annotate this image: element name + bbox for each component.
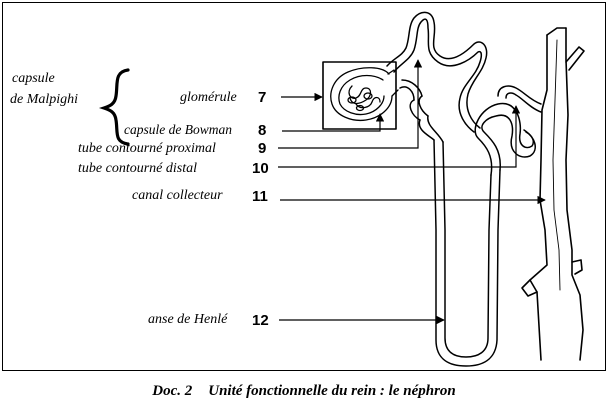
pointer-proximal xyxy=(278,59,423,149)
label-collecteur: canal collecteur xyxy=(132,188,223,203)
pointer-bowman xyxy=(282,113,385,132)
bracket-label-line2: de Malpighi xyxy=(10,92,78,107)
number-henle: 12 xyxy=(252,312,269,329)
malpighi-corpuscle-drawing xyxy=(322,61,399,130)
number-glomerule: 7 xyxy=(258,89,266,106)
number-distal: 10 xyxy=(252,160,269,177)
pointer-distal xyxy=(278,105,521,168)
malpighi-brace xyxy=(98,68,130,146)
label-distal: tube contourné distal xyxy=(78,161,197,176)
bracket-label-line1: capsule xyxy=(12,71,55,86)
number-bowman: 8 xyxy=(258,122,266,139)
label-proximal: tube contourné proximal xyxy=(78,141,216,156)
label-bowman: capsule de Bowman xyxy=(124,122,232,137)
number-proximal: 9 xyxy=(258,140,266,157)
pointer-lines xyxy=(278,59,546,325)
label-glomerule: glomérule xyxy=(180,90,237,105)
figure-frame xyxy=(2,2,606,371)
caption-doc: Doc. 2 xyxy=(152,383,193,399)
caption-title: Unité fonctionnelle du rein : le néphron xyxy=(208,383,456,399)
nephron-tubule-drawing xyxy=(386,11,542,367)
number-collecteur: 11 xyxy=(252,188,268,205)
label-henle: anse de Henlé xyxy=(148,312,228,327)
figure-caption: Doc. 2 Unité fonctionnelle du rein : le n… xyxy=(0,383,608,400)
collecting-duct-drawing xyxy=(521,27,585,361)
